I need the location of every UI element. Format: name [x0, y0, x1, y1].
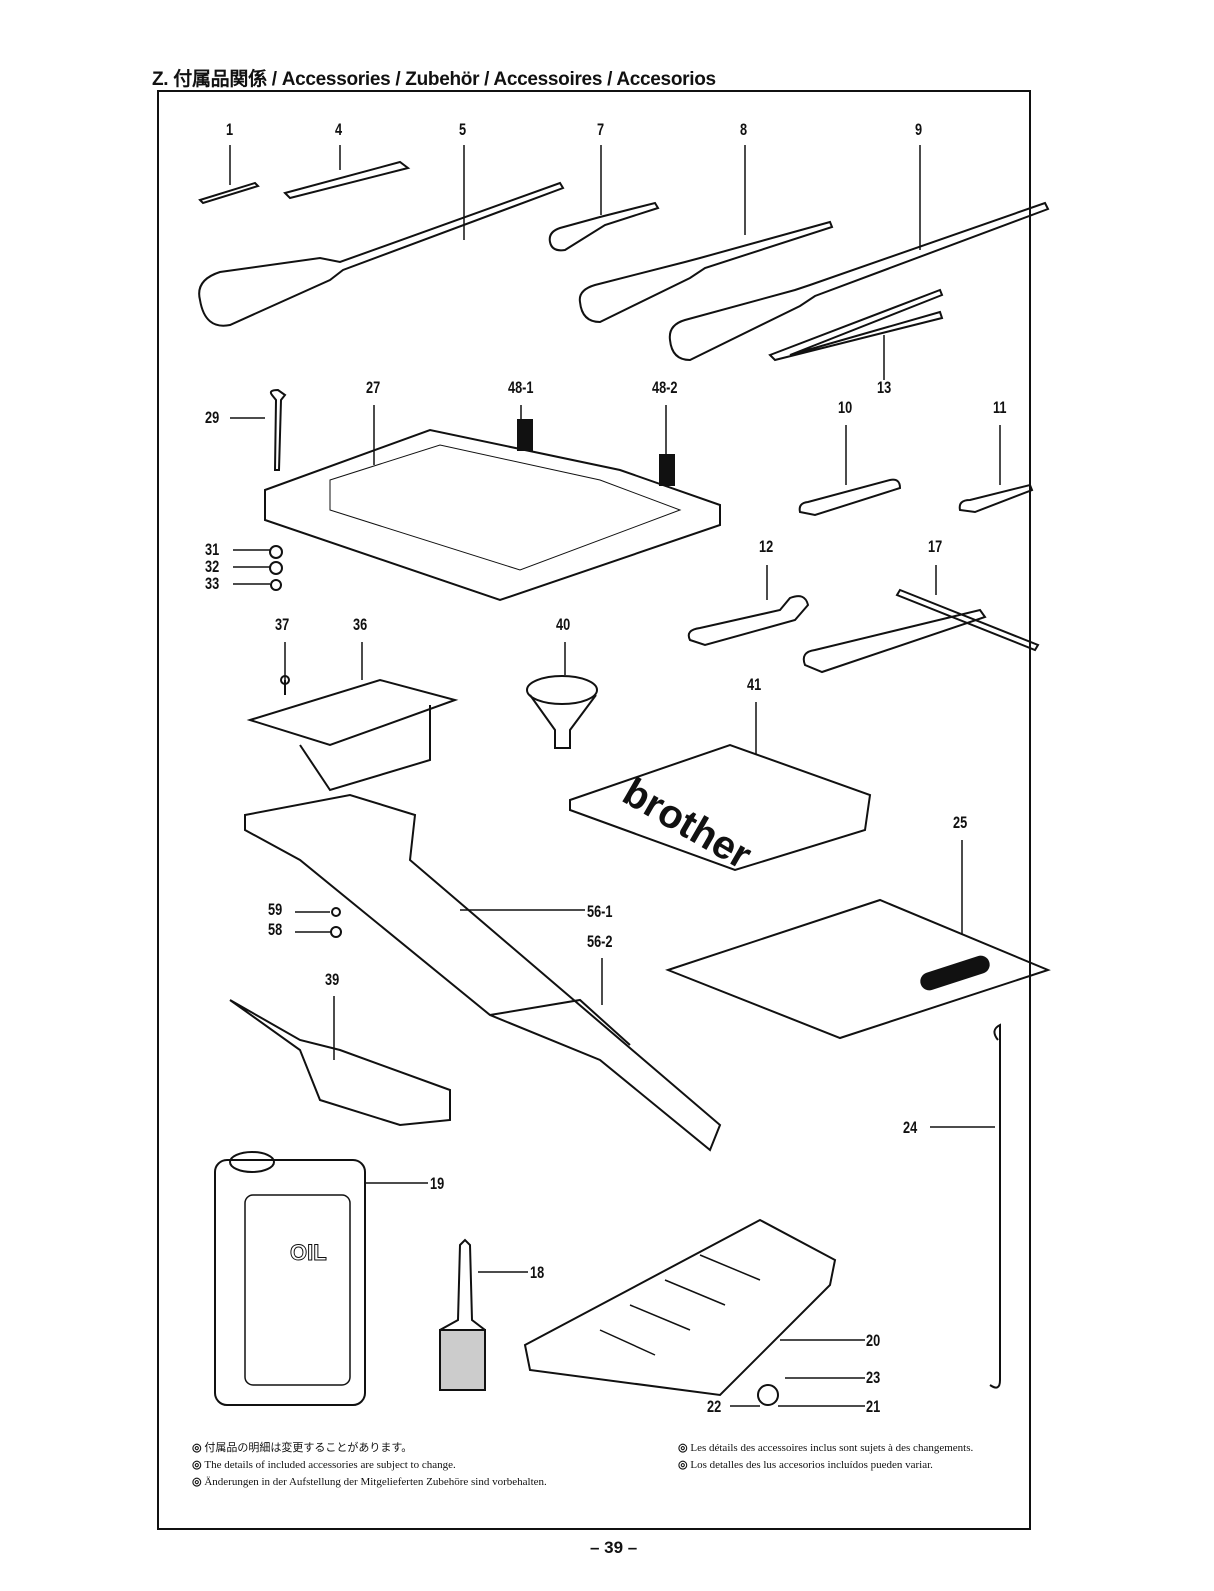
part-label: 4 [335, 120, 343, 139]
part-label: 36 [353, 615, 368, 634]
note: 付属品の明細は変更することがあります。 [192, 1440, 547, 1457]
part-label: 25 [953, 813, 968, 832]
part-label: 7 [597, 120, 605, 139]
note: Änderungen in der Aufstellung der Mitgel… [192, 1474, 546, 1491]
part-label: 9 [915, 120, 923, 139]
part-label: 41 [747, 675, 762, 694]
part-label: 56-2 [587, 932, 613, 951]
part-label: 48-1 [508, 378, 534, 397]
note: The details of included accessories are … [192, 1457, 547, 1474]
leader-lines [229, 145, 1001, 1407]
part-label: 39 [325, 970, 340, 989]
part-label: 13 [877, 378, 892, 397]
tools [198, 160, 1050, 674]
section-title: Z. 付属品関係 / Accessories / Zubehör / Acces… [152, 69, 716, 90]
part-label: 22 [707, 1397, 722, 1416]
note: Los detalles des lus accesorios incluído… [678, 1457, 973, 1474]
note: Les détails des accessoires inclus sont … [678, 1440, 973, 1457]
notes-left: 付属品の明細は変更することがあります。 The details of inclu… [192, 1440, 547, 1491]
part-label: 12 [759, 537, 774, 556]
part-label: 8 [740, 120, 748, 139]
notes-right: Les détails des accessoires inclus sont … [678, 1440, 973, 1474]
part-label: 24 [903, 1118, 918, 1137]
part-label: 59 [268, 900, 283, 919]
part-label: 10 [838, 398, 853, 417]
part-label: 27 [366, 378, 381, 397]
oil-logo: OIL [290, 1240, 327, 1265]
brother-logo-cover: brother [616, 770, 759, 878]
diagram-frame [157, 90, 1031, 1530]
page-number: – 39 – [590, 1538, 638, 1557]
part-label: 32 [205, 557, 220, 576]
part-label: 19 [430, 1174, 445, 1193]
part-label: 29 [205, 408, 220, 427]
part-label: 17 [928, 537, 943, 556]
part-label: 37 [275, 615, 290, 634]
part-label: 11 [993, 398, 1007, 417]
part-label: 20 [866, 1331, 881, 1350]
part-label: 18 [530, 1263, 545, 1282]
plate-27-shape [264, 428, 721, 602]
part-label: 1 [226, 120, 234, 139]
part-label: 58 [268, 920, 283, 939]
part-label: 5 [459, 120, 467, 139]
part-label: 21 [866, 1397, 881, 1416]
part-label: 56-1 [587, 902, 613, 921]
part-label: 31 [205, 540, 220, 559]
part-label: 23 [866, 1368, 881, 1387]
part-label: 33 [205, 574, 220, 593]
part-label: 40 [556, 615, 571, 634]
part-label: 48-2 [652, 378, 678, 397]
